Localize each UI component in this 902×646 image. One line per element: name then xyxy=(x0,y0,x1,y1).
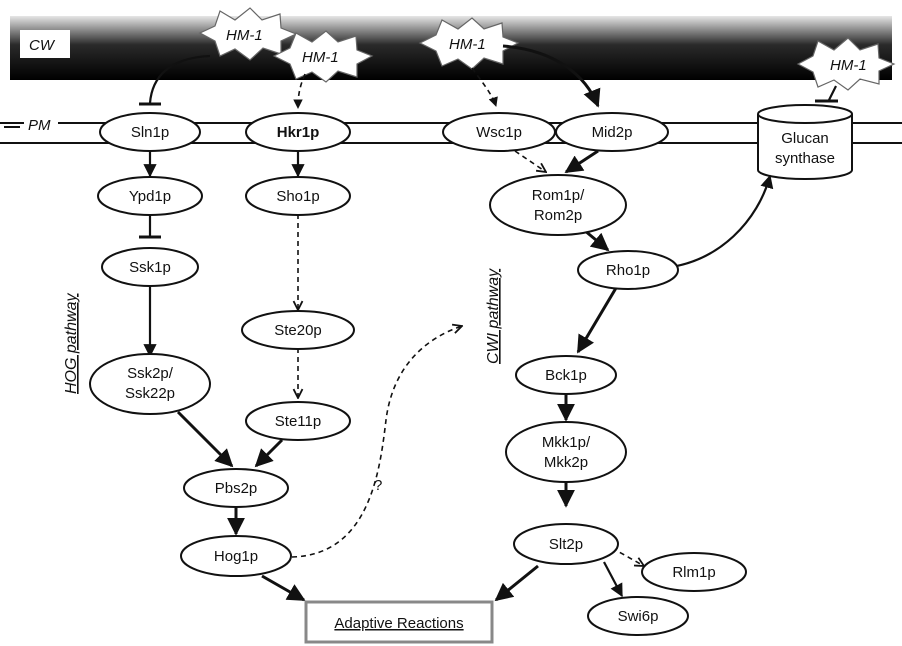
hm1-label-1: HM-1 xyxy=(226,27,263,44)
node-mkk-shape xyxy=(505,421,627,483)
node-ypd1p-shape xyxy=(97,176,203,216)
cwi-pathway-label: CWI pathway xyxy=(485,268,502,364)
glucan-synthase-top xyxy=(757,104,853,124)
node-wsc1p: Wsc1p xyxy=(476,124,522,141)
edge-slt2p-adaptive xyxy=(494,564,539,602)
node-mkk-line2: Mkk2p xyxy=(544,454,588,471)
node-rlm1p-shape xyxy=(641,552,747,592)
node-mkk-line1: Mkk1p/ xyxy=(542,434,591,451)
edge-rho1p-bck1p xyxy=(576,287,618,354)
edge-rho1p-glucan xyxy=(663,174,774,270)
edge-mid2p-rom xyxy=(564,149,599,174)
glucan-synthase-body xyxy=(757,114,853,180)
node-rho1p: Rho1p xyxy=(606,262,650,279)
node-hog1p: Hog1p xyxy=(214,548,258,565)
arrow-hm1-mid2p xyxy=(502,44,601,108)
edge-hog1p-cwi xyxy=(291,326,462,558)
edge-slt2p-swi6p xyxy=(603,561,623,598)
node-mid2p-shape xyxy=(555,112,669,152)
hm1-star-4 xyxy=(796,37,896,91)
edge-ste11p-pbs2p xyxy=(254,438,284,468)
hm1-star-2 xyxy=(272,30,374,83)
node-rlm1p: Rlm1p xyxy=(672,564,715,581)
cw-label-box xyxy=(20,30,70,58)
adaptive-reactions-box xyxy=(304,600,494,644)
node-ste11p: Ste11p xyxy=(275,413,321,430)
edge-rom-rho1p xyxy=(583,228,610,252)
node-sho1p-shape xyxy=(245,176,351,216)
node-ssk2p-line1: Ssk2p/ xyxy=(127,365,174,382)
node-ypd1p: Ypd1p xyxy=(129,188,171,205)
hog-pathway-label: HOG pathway xyxy=(63,293,80,394)
node-pbs2p: Pbs2p xyxy=(215,480,258,497)
node-ste11p-shape xyxy=(245,401,351,441)
hm1-star-3 xyxy=(418,17,520,70)
node-hkr1p: Hkr1p xyxy=(277,124,320,141)
node-sln1p: Sln1p xyxy=(131,124,169,141)
node-bck1p: Bck1p xyxy=(545,367,587,384)
hm1-label-4: HM-1 xyxy=(830,57,867,74)
node-slt2p-shape xyxy=(513,523,619,565)
edge-wsc1p-rom xyxy=(514,150,546,172)
pm-label: PM xyxy=(28,117,51,134)
unknown-link-label: ? xyxy=(374,477,382,494)
arrow-hm1-hkr1p xyxy=(293,73,306,109)
inhibit-sln1p xyxy=(148,54,211,104)
node-ste20p-shape xyxy=(241,310,355,350)
edge-hog1p-adaptive xyxy=(261,574,306,602)
edge-slt2p-rlm1p xyxy=(611,547,644,566)
edge-ssk2p-pbs2p xyxy=(176,410,234,468)
node-rom-shape xyxy=(489,174,627,236)
node-slt2p: Slt2p xyxy=(549,536,583,553)
arrow-hm1-wsc1p xyxy=(471,67,498,107)
node-ssk2p-shape xyxy=(89,353,211,415)
hm1-label-3: HM-1 xyxy=(449,36,486,53)
cw-label: CW xyxy=(29,37,56,54)
node-swi6p-shape xyxy=(587,596,689,636)
node-pbs2p-shape xyxy=(183,468,289,508)
adaptive-reactions-label: Adaptive Reactions xyxy=(334,615,463,632)
node-glucan-line1: Glucan xyxy=(781,130,829,147)
node-ssk1p: Ssk1p xyxy=(129,259,171,276)
node-rom-line1: Rom1p/ xyxy=(532,187,585,204)
node-ste20p: Ste20p xyxy=(274,322,322,339)
pm-label-box xyxy=(24,114,58,134)
node-ssk2p-line2: Ssk22p xyxy=(125,385,175,402)
hm1-label-2: HM-1 xyxy=(302,49,339,66)
node-swi6p: Swi6p xyxy=(618,608,659,625)
node-rom-line2: Rom2p xyxy=(534,207,582,224)
node-sho1p: Sho1p xyxy=(276,188,319,205)
node-hog1p-shape xyxy=(180,535,292,577)
node-ssk1p-shape xyxy=(101,247,199,287)
node-glucan-line2: synthase xyxy=(775,150,835,167)
node-bck1p-shape xyxy=(515,355,617,395)
node-mid2p: Mid2p xyxy=(592,124,633,141)
inhibit-glucan xyxy=(827,85,837,103)
node-rho1p-shape xyxy=(577,250,679,290)
